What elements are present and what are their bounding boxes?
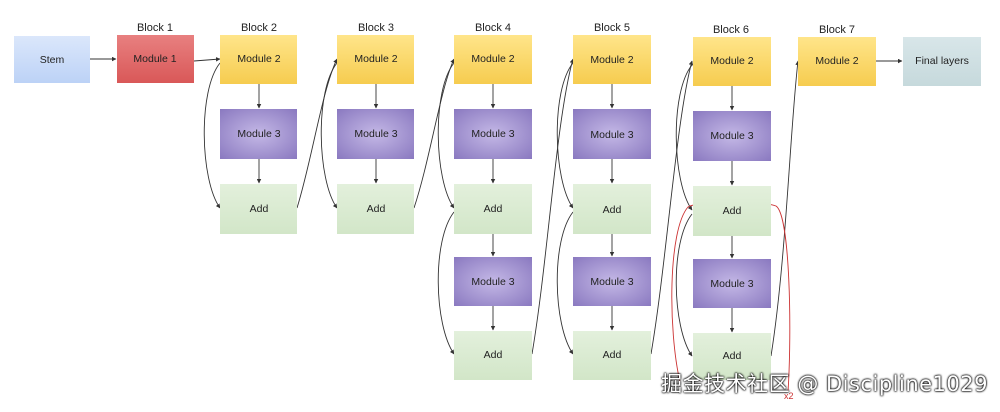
block3-add: [337, 184, 414, 234]
block2-module3-label: Module 3: [237, 128, 280, 140]
block3-module3-label: Module 3: [354, 128, 397, 140]
block1-module1: [117, 35, 194, 83]
block4-add-b-label: Add: [484, 349, 503, 361]
block6-module3-a-label: Module 3: [710, 130, 753, 142]
block-3-label: Block 3: [358, 22, 394, 34]
block5-module3-a-label: Module 3: [590, 129, 633, 141]
block2-module2: [220, 35, 297, 84]
block3-module2: [337, 35, 414, 84]
edge-b4-skip-b: [437, 211, 455, 355]
block5-add-a: [573, 184, 651, 234]
block6-add-a: [693, 186, 771, 236]
block6-add-a-label: Add: [723, 205, 742, 217]
block3-add-label: Add: [367, 203, 386, 215]
block-5-label: Block 5: [594, 22, 630, 34]
watermark: 掘金技术社区 @ Discipline1029: [661, 372, 988, 396]
edge-b6-skip-b: [675, 213, 693, 357]
block5-module3-b-label: Module 3: [590, 276, 633, 288]
block-7-label: Block 7: [819, 24, 855, 36]
edge-b2-skip: [203, 62, 221, 209]
edge-module1-b2: [193, 57, 221, 62]
block-6-label: Block 6: [713, 24, 749, 36]
block5-module3-b: [573, 257, 651, 306]
block-4-label: Block 4: [475, 22, 511, 34]
block2-module3: [220, 109, 297, 159]
block2-module2-label: Module 2: [237, 53, 280, 65]
block7-module2-label: Module 2: [815, 55, 858, 67]
block5-add-b-label: Add: [603, 349, 622, 361]
block3-module3: [337, 109, 414, 159]
block4-module2-label: Module 2: [471, 53, 514, 65]
block5-add-b: [573, 331, 651, 380]
block1-module1-label: Module 1: [133, 53, 176, 65]
edge-b3-b4: [413, 58, 455, 209]
block2-add-label: Add: [250, 203, 269, 215]
block6-module3-b: [693, 259, 771, 308]
edge-b3-skip: [320, 62, 338, 209]
block6-add-b-label: Add: [723, 350, 742, 362]
block5-module3-a: [573, 109, 651, 159]
block6-module3-b-label: Module 3: [710, 278, 753, 290]
block5-add-a-label: Add: [603, 204, 622, 216]
block4-add-a: [454, 184, 532, 234]
block6-module2: [693, 37, 771, 86]
edge-b2-b3: [296, 58, 338, 209]
connectors: [90, 56, 903, 357]
edge-b5-b6: [650, 60, 694, 355]
block3-module2-label: Module 2: [354, 53, 397, 65]
repeat-label: x2: [784, 391, 794, 401]
block-2-label: Block 2: [241, 22, 277, 34]
edge-b5-skip-a: [556, 62, 574, 209]
block6-add-b: [693, 333, 771, 380]
stem-node: [14, 36, 90, 83]
block4-add-a-label: Add: [484, 203, 503, 215]
block5-module2: [573, 35, 651, 84]
stem-label: Stem: [40, 54, 65, 66]
edge-b6-b7: [770, 60, 800, 357]
block6-module3-a: [693, 111, 771, 161]
block4-module2: [454, 35, 532, 84]
block4-module3-b: [454, 257, 532, 306]
edge-b4-b5: [531, 58, 575, 355]
edge-b5-skip-b: [556, 211, 574, 355]
block4-add-b: [454, 331, 532, 380]
final-layers-node: [903, 37, 981, 86]
block-1-label: Block 1: [137, 22, 173, 34]
block6-module2-label: Module 2: [710, 55, 753, 67]
block4-module3-a-label: Module 3: [471, 128, 514, 140]
edge-b6-skip-a: [675, 64, 693, 211]
block2-add: [220, 184, 297, 234]
block5-module2-label: Module 2: [590, 54, 633, 66]
block4-module3-b-label: Module 3: [471, 276, 514, 288]
final-layers-label: Final layers: [915, 55, 969, 67]
edge-b4-skip-a: [437, 62, 455, 209]
block7-module2: [798, 37, 876, 86]
block4-module3-a: [454, 109, 532, 159]
